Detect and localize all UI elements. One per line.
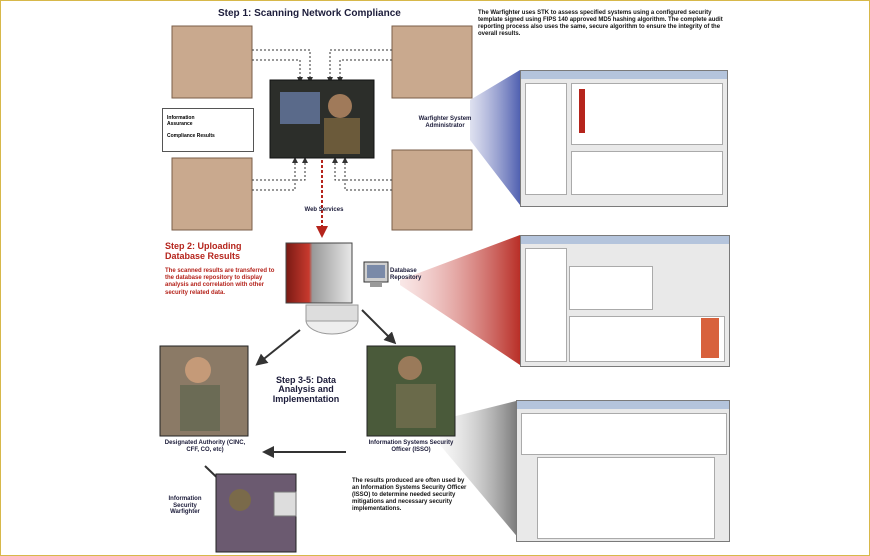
step1-title: Step 1: Scanning Network Compliance [218,8,401,19]
designated-authority-label: Designated Authority (CINC, CFF, CO, etc… [164,440,246,453]
sysadmin-label: Warfighter System Administrator [418,116,472,129]
connector-lines [252,49,392,191]
step2-description: The scanned results are transferred to t… [165,268,275,296]
network-cluster-top-left [171,25,253,99]
screenshot-analysis [516,400,730,542]
beam-red [400,235,520,365]
screenshot-scan-report [520,70,728,207]
results-description: The results produced are often used by a… [352,478,467,512]
beam-blue [470,70,520,205]
arrow-to-authority [255,329,301,366]
network-cluster-bottom-left [171,157,253,231]
network-cluster-top-right [391,25,473,99]
arrow-to-isso [361,309,397,345]
screenshot-database [520,235,730,367]
beam-grey [440,400,520,540]
legend-row-2: Compliance Results [167,133,215,139]
database-label: Database Repository [390,268,422,281]
compliance-legend: Information Assurance Compliance Results [162,108,254,152]
step3-title: Step 3-5: Data Analysis and Implementati… [272,375,340,404]
isso-label: Information Systems Security Officer (IS… [368,440,454,453]
database-monitor [363,261,389,287]
step2-title: Step 2: Uploading Database Results [165,241,242,261]
web-services-label: Web Services [304,207,344,213]
step1-description: The Warfighter uses STK to assess specif… [478,10,723,37]
warfighter-label: Information Security Warfighter [168,496,202,516]
database-server [285,242,359,335]
legend-row-1: Information Assurance [167,115,195,127]
network-cluster-bottom-right [391,149,473,231]
